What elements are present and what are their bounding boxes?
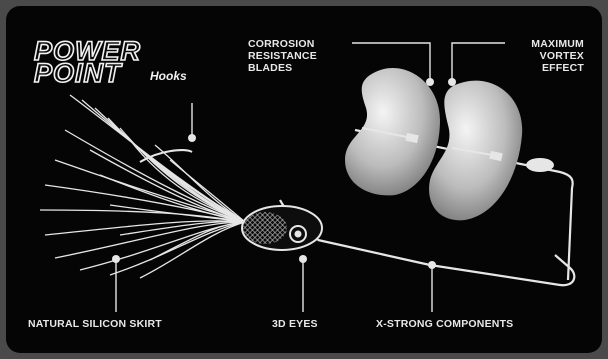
silicon-skirt (40, 95, 245, 278)
logo-point: POINT (34, 59, 122, 87)
jig-head (242, 206, 322, 250)
callout-components: X-STRONG COMPONENTS (376, 318, 513, 330)
callout-skirt: NATURAL SILICON SKIRT (28, 318, 162, 330)
blade-front (429, 81, 522, 221)
callout-eyes: 3D EYES (272, 318, 318, 330)
callout-blades: CORROSION RESISTANCE BLADES (248, 38, 317, 74)
logo-hooks: Hooks (150, 69, 187, 83)
callout-blades-line3: BLADES (248, 62, 317, 74)
callout-vortex: MAXIMUM VORTEX EFFECT (510, 38, 584, 74)
callout-vortex-line1: MAXIMUM (510, 38, 584, 50)
callout-vortex-line3: EFFECT (510, 62, 584, 74)
callout-blades-line2: RESISTANCE (248, 50, 317, 62)
swivel (526, 158, 554, 172)
callout-blades-line1: CORROSION (248, 38, 317, 50)
callout-vortex-line2: VORTEX (510, 50, 584, 62)
